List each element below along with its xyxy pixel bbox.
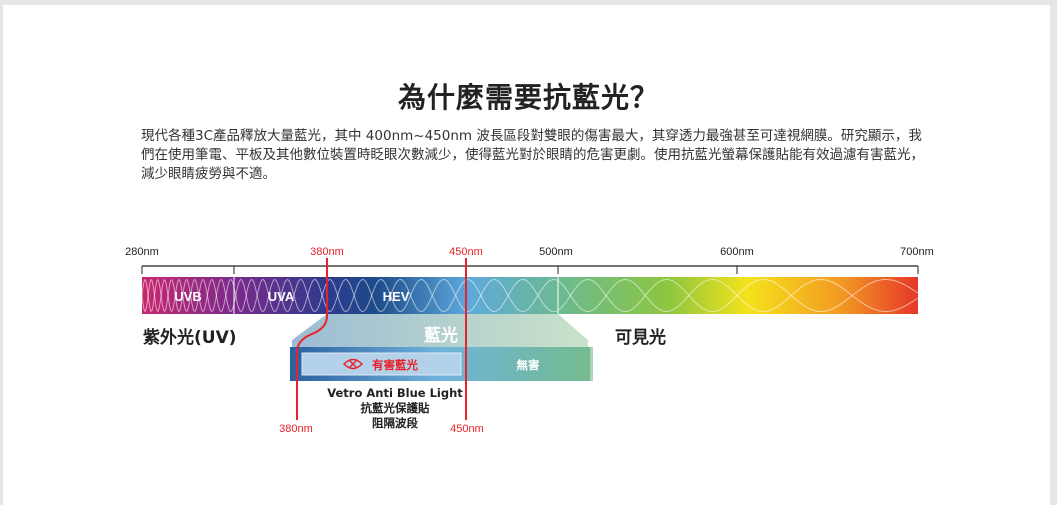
eye-cross-icon — [343, 358, 363, 370]
region-visible: 可見光 — [615, 328, 666, 348]
region-uv: 紫外光(UV) — [143, 328, 237, 348]
harmful-label: 有害藍光 — [372, 360, 418, 372]
harmless-label: 無害 — [516, 360, 540, 372]
content-card — [3, 5, 1050, 505]
tick-280: 280nm — [125, 246, 159, 258]
band-uva: UVA — [267, 289, 295, 304]
tick-450: 450nm — [449, 246, 483, 258]
product-name: Vetro Anti Blue Light — [327, 386, 463, 400]
product-note: Vetro Anti Blue Light 抗藍光保護貼 阻隔波段 — [300, 386, 490, 431]
tick-500: 500nm — [539, 246, 573, 258]
tick-600: 600nm — [720, 246, 754, 258]
band-uvb: UVB — [174, 289, 202, 304]
harmful-box — [301, 352, 462, 376]
description: 現代各種3C產品釋放大量藍光，其中 400nm~450nm 波長區段對雙眼的傷害… — [141, 128, 924, 182]
spectrum-bar — [142, 277, 918, 314]
tick-380: 380nm — [310, 246, 344, 258]
product-type: 抗藍光保護貼 — [360, 401, 430, 415]
sine-wave — [142, 278, 918, 313]
bottom-450-label: 450nm — [450, 423, 484, 435]
scale-axis — [141, 265, 919, 274]
product-range-label: 阻隔波段 — [372, 416, 418, 430]
band-hev: HEV — [382, 289, 410, 304]
region-blue-light: 藍光 — [424, 326, 458, 346]
page-title: 為什麼需要抗藍光？ — [397, 81, 659, 114]
red-line-380 — [296, 258, 328, 420]
wave-pattern — [142, 278, 918, 313]
bottom-380-label: 380nm — [279, 423, 313, 435]
sine-wave — [142, 278, 918, 313]
tick-700: 700nm — [900, 246, 934, 258]
blue-light-band — [292, 314, 588, 347]
